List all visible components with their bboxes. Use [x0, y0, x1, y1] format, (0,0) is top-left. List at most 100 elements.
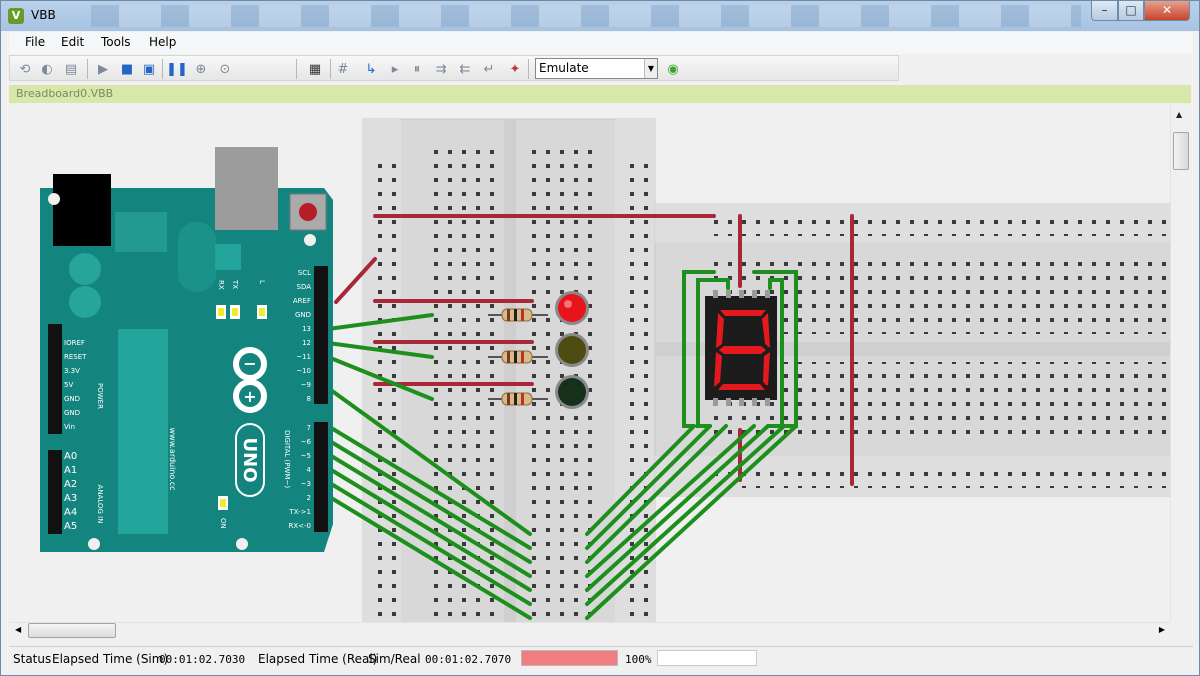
svg-text:Vin: Vin: [64, 423, 75, 431]
menu-tools[interactable]: Tools: [101, 35, 131, 49]
svg-text:~6: ~6: [301, 438, 312, 446]
step-play-icon[interactable]: ⊙: [219, 61, 231, 77]
scroll-left-icon[interactable]: ◀: [15, 625, 22, 634]
svg-text:A0: A0: [64, 451, 77, 462]
stop-icon[interactable]: ■: [120, 61, 134, 77]
digital-header-top: [314, 266, 328, 404]
svg-text:~10: ~10: [296, 367, 311, 375]
svg-text:IOREF: IOREF: [64, 339, 85, 347]
mode-select[interactable]: Emulate ▼: [535, 58, 658, 79]
reset-button: [299, 203, 317, 221]
step-into-icon[interactable]: ↳: [365, 61, 377, 77]
power-header-pins: [48, 324, 62, 434]
mode-select-value: Emulate: [539, 61, 589, 75]
run-icon[interactable]: ▸: [391, 61, 399, 77]
document-tab[interactable]: Breadboard0.VBB: [9, 85, 1191, 103]
resistor-3: [488, 392, 548, 406]
break-icon[interactable]: ⏸: [413, 61, 421, 77]
analog-header-pins: [48, 450, 62, 534]
svg-text:A3: A3: [64, 493, 77, 504]
probe-icon[interactable]: ✦: [509, 61, 521, 77]
svg-text:~3: ~3: [301, 480, 311, 488]
app-logo-icon: V: [8, 8, 24, 24]
digital-header-bottom: [314, 422, 328, 532]
menu-help[interactable]: Help: [149, 35, 177, 49]
progress-percent: 100%: [625, 653, 652, 666]
svg-text:+: +: [243, 387, 256, 406]
minimize-button[interactable]: –: [1091, 1, 1118, 21]
power-jack: [53, 174, 111, 246]
hash-icon[interactable]: #: [337, 61, 349, 77]
menu-bar: File Edit Tools Help: [9, 32, 1193, 54]
svg-text:GND: GND: [64, 395, 80, 403]
status-extra-box: [657, 650, 757, 666]
bottom-pin-labels: 7 ~6 ~5 4 ~3 2 TX->1 RX<-0: [288, 424, 311, 530]
led-green: [558, 378, 586, 406]
scroll-right-icon[interactable]: ▶: [1158, 625, 1165, 634]
run-to-cursor-icon[interactable]: ↵: [483, 61, 495, 77]
vertical-breadboard: [362, 118, 656, 622]
close-button[interactable]: ✕: [1144, 1, 1190, 21]
power-pin-labels: IOREF RESET 3.3V 5V GND GND Vin: [64, 339, 87, 431]
board-leds: [216, 305, 267, 510]
sim-real-progress: [521, 650, 618, 666]
resistor-1: [488, 308, 548, 322]
play-icon[interactable]: ▶: [98, 61, 108, 77]
svg-text:GND: GND: [295, 311, 311, 319]
elapsed-real-value: 00:01:02.7070: [425, 653, 512, 666]
horizontal-scrollbar[interactable]: ◀ ▶: [10, 622, 1170, 638]
svg-text:13: 13: [302, 325, 311, 333]
svg-text:GND: GND: [64, 409, 80, 417]
grid-icon[interactable]: ▦: [308, 61, 322, 77]
undo-icon[interactable]: ◐: [41, 61, 53, 77]
go-icon[interactable]: ◉: [667, 61, 679, 77]
svg-text:RX: RX: [217, 280, 225, 290]
save-icon[interactable]: ▣: [142, 61, 156, 77]
svg-text:~11: ~11: [296, 353, 311, 361]
traffic-leds: [555, 291, 589, 409]
usb-connector: [215, 147, 278, 230]
green-wires: [326, 270, 798, 620]
digital-header: DIGITAL (PWM~): [283, 430, 291, 488]
title-bar: V VBB – □ ✕: [1, 1, 1199, 31]
power-header: POWER: [96, 383, 104, 409]
scroll-up-icon[interactable]: ▲: [1176, 110, 1183, 119]
copy-icon[interactable]: ▤: [64, 61, 78, 77]
elapsed-sim-value: 00:01:02.7030: [159, 653, 246, 666]
maximize-button[interactable]: □: [1118, 1, 1144, 21]
svg-text:A4: A4: [64, 507, 77, 518]
breadboard-canvas[interactable]: − + UNO www.arduino.cc DIGITAL (PWM~) PO…: [10, 104, 1170, 622]
analog-header: ANALOG IN: [96, 485, 104, 524]
menu-file[interactable]: File: [25, 35, 46, 49]
board-website: www.arduino.cc: [168, 427, 177, 490]
svg-text:A1: A1: [64, 465, 77, 476]
reset-icon[interactable]: ⟲: [19, 61, 31, 77]
svg-text:A5: A5: [64, 521, 77, 532]
pause-icon[interactable]: ❚❚: [166, 61, 188, 77]
elapsed-real-label: Elapsed Time (Real): [258, 652, 378, 666]
step-out-icon[interactable]: ⇇: [459, 61, 471, 77]
status-bar: Status Elapsed Time (Sim) 00:01:02.7030 …: [9, 646, 1193, 670]
step-forward-icon[interactable]: ⊕: [195, 61, 207, 77]
svg-text:5V: 5V: [64, 381, 73, 389]
svg-text:SCL: SCL: [298, 269, 311, 277]
arduino-logo: − +: [233, 347, 267, 413]
vertical-scroll-thumb[interactable]: [1173, 132, 1189, 170]
window-title: VBB: [31, 8, 56, 22]
segment-digit-8: [714, 310, 770, 390]
seven-segment-display: [705, 290, 777, 406]
svg-text:~9: ~9: [301, 381, 311, 389]
svg-text:2: 2: [307, 494, 311, 502]
menu-edit[interactable]: Edit: [61, 35, 85, 49]
chevron-down-icon[interactable]: ▼: [644, 59, 657, 78]
horizontal-scroll-thumb[interactable]: [28, 623, 116, 638]
analog-pin-labels: A0 A1 A2 A3 A4 A5: [64, 451, 77, 532]
svg-text:ON: ON: [219, 518, 227, 529]
elapsed-sim-label: Elapsed Time (Sim): [52, 652, 169, 666]
toolbar: ⟲ ◐ ▤ ▶ ■ ▣ ❚❚ ⊕ ⊙ ▦ # ↳ ▸ ⏸ ⇉ ⇇ ↵ ✦ Emu…: [9, 55, 899, 81]
sim-real-label: Sim/Real: [368, 652, 421, 666]
step-over-icon[interactable]: ⇉: [435, 61, 447, 77]
arduino-board[interactable]: − + UNO www.arduino.cc DIGITAL (PWM~) PO…: [40, 147, 333, 552]
document-tab-label: Breadboard0.VBB: [16, 87, 114, 100]
vertical-scrollbar[interactable]: ▲: [1170, 104, 1191, 622]
